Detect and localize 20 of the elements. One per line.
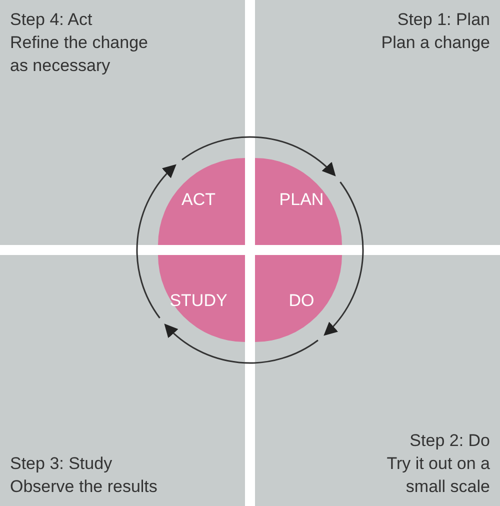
step-description: Refine the change as necessary xyxy=(10,32,149,77)
cycle-arrow xyxy=(164,324,318,364)
quadrant-panel xyxy=(0,0,245,245)
step-heading: Step 4: Act xyxy=(10,9,94,31)
step-description: Plan a change xyxy=(380,32,490,54)
phase-label: PLAN xyxy=(279,190,324,210)
step-description: Observe the results xyxy=(10,476,158,498)
phase-label: DO xyxy=(288,290,314,310)
step-description: Try it out on a small scale xyxy=(386,453,490,498)
step-heading: Step 2: Do xyxy=(408,430,490,452)
quadrant-panel xyxy=(255,255,500,506)
step-heading: Step 1: Plan xyxy=(396,9,490,31)
cycle-arrow xyxy=(182,136,336,176)
quadrant-panel xyxy=(0,255,245,506)
step-heading: Step 3: Study xyxy=(10,453,114,475)
quadrant-panel xyxy=(255,0,500,245)
cycle-arrow xyxy=(324,182,364,336)
cycle-arrow xyxy=(136,164,176,318)
phase-label: ACT xyxy=(182,190,216,210)
phase-label: STUDY xyxy=(170,290,228,310)
